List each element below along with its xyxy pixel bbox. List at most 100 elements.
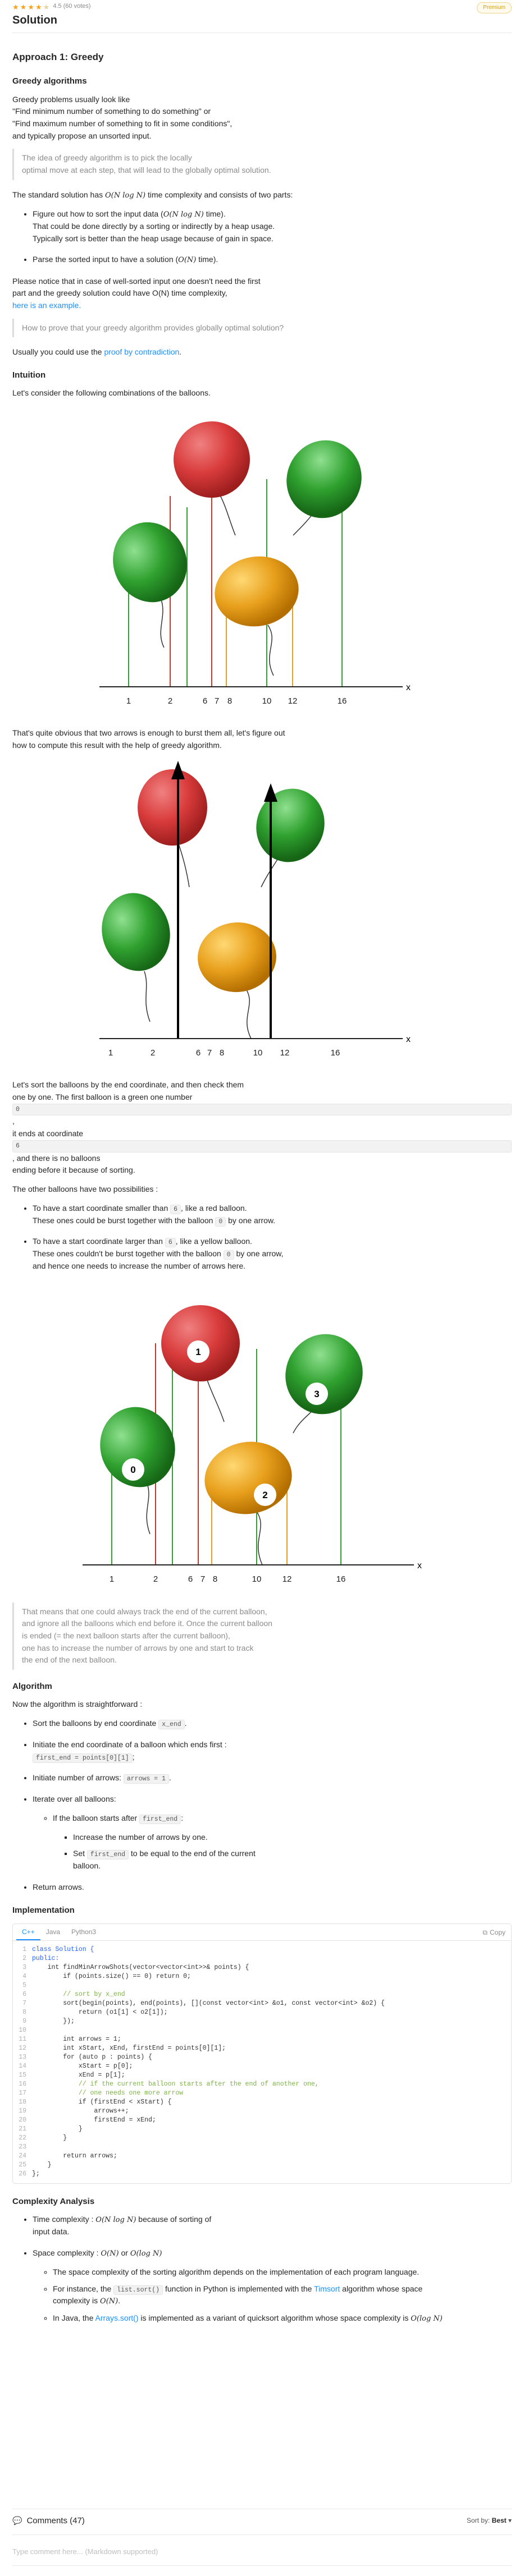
implementation-heading: Implementation [12, 1905, 75, 1915]
intuition-text: Let's consider the following combination… [12, 388, 211, 398]
proof-link[interactable]: proof by contradiction [104, 347, 180, 357]
list-item: Initiate the end coordinate of a balloon… [33, 1739, 512, 1764]
comment-icon: 💬 [12, 2515, 22, 2525]
star-icon[interactable]: ★ [35, 2, 42, 11]
balloon-number: 1 [195, 1347, 201, 1357]
yellow-balloon [204, 1441, 292, 1514]
standard-solution-text: The standard solution has O(N log N) tim… [12, 190, 293, 200]
arrows [171, 761, 277, 1039]
list-item: Space complexity : O(N) or O(log N) The … [33, 2247, 512, 2325]
star-icon[interactable]: ★ [20, 2, 27, 11]
tick-label: 16 [336, 1574, 345, 1584]
intuition-text-2: That's quite obvious that two arrows is … [12, 728, 285, 750]
possibilities-intro: The other balloons have two possibilitie… [12, 1184, 158, 1194]
parts-list: Figure out how to sort the input data (O… [33, 208, 512, 267]
list-item: Figure out how to sort the input data (O… [33, 208, 512, 245]
tick-label: 12 [280, 1048, 289, 1058]
balloons [101, 769, 325, 1039]
comments-section: 💬 Comments (47) Sort by: Best ▾ Type com… [12, 2509, 512, 2566]
balloons-figure-1: x 1 2 6 7 8 10 12 16 [99, 421, 411, 706]
star-half-icon[interactable]: ★ [43, 2, 50, 11]
list-item: If the balloon starts after first_end: I… [53, 1812, 512, 1872]
star-icon[interactable]: ★ [28, 2, 34, 11]
balloons [112, 421, 362, 676]
tab-python3[interactable]: Python3 [71, 1928, 97, 1936]
list-item: In Java, the Arrays.sort() is implemente… [53, 2312, 512, 2325]
timsort-link[interactable]: Timsort [314, 2284, 340, 2293]
copy-icon: ⧉ [482, 1928, 487, 1936]
algorithm-steps: Sort the balloons by end coordinate x_en… [33, 1718, 512, 1894]
tracking-quote: That means that one could always track t… [12, 1602, 512, 1670]
example-link[interactable]: here is an example. [12, 300, 81, 310]
axis-x-label: x [406, 1035, 411, 1044]
green-balloon-0 [101, 893, 170, 971]
balloon-number: 2 [262, 1490, 267, 1500]
balloons-figure-2: x 1 2 6 7 8 10 12 16 [99, 761, 411, 1058]
tick-label: 8 [227, 696, 231, 706]
tick-label: 2 [150, 1048, 154, 1058]
list-item: Time complexity : O(N log N) because of … [33, 2214, 512, 2238]
complexity-list: Time complexity : O(N log N) because of … [33, 2214, 512, 2325]
tick-label: 16 [337, 696, 347, 706]
axis-ticks: 1 2 6 7 8 10 12 16 [108, 1048, 340, 1058]
green-balloon-3 [256, 788, 325, 862]
sort-dropdown[interactable]: Sort by: Best ▾ [466, 2517, 512, 2525]
balloon-numbers: 1 0 2 3 [121, 1340, 328, 1506]
list-item: Return arrows. [33, 1881, 512, 1894]
tick-label: 2 [167, 696, 172, 706]
yellow-balloon [197, 922, 276, 993]
tick-label: 16 [330, 1048, 340, 1058]
axis-ticks: 1 2 6 7 8 10 12 16 [126, 696, 347, 706]
balloon-number: 3 [314, 1389, 319, 1399]
red-balloon [173, 421, 250, 498]
list-item: Increase the number of arrows by one. [73, 1831, 512, 1844]
list-item: Set first_end to be equal to the end of … [73, 1848, 512, 1872]
green-balloon-0 [99, 1407, 175, 1487]
tick-label: 1 [108, 1048, 112, 1058]
balloons-figure-3: 1 0 2 3 x 1 2 6 7 8 10 12 16 [82, 1305, 422, 1584]
comment-input[interactable]: Type comment here... (Markdown supported… [12, 2534, 512, 2566]
tick-label: 8 [212, 1574, 217, 1584]
tick-label: 6 [202, 696, 207, 706]
possibilities-list: To have a start coordinate smaller than … [33, 1202, 512, 1273]
chevron-down-icon: ▾ [508, 2517, 512, 2525]
list-item: Parse the sorted input to have a solutio… [33, 254, 512, 266]
algorithm-heading: Algorithm [12, 1682, 52, 1692]
red-balloon [137, 769, 207, 846]
tick-label: 1 [109, 1574, 113, 1584]
tick-label: 12 [282, 1574, 291, 1584]
approach-title: Approach 1: Greedy [12, 52, 104, 62]
tick-label: 1 [126, 696, 130, 706]
tick-label: 7 [207, 1048, 211, 1058]
arrays-sort-link[interactable]: Arrays.sort() [95, 2313, 139, 2322]
list-item: Sort the balloons by end coordinate x_en… [33, 1718, 512, 1730]
star-icon[interactable]: ★ [12, 2, 19, 11]
sort-explanation: Let's sort the balloons by the end coord… [12, 1079, 512, 1177]
tick-label: 7 [214, 696, 218, 706]
tick-label: 6 [188, 1574, 192, 1584]
divider [12, 2565, 512, 2566]
tick-label: 12 [288, 696, 297, 706]
notice-text: Please notice that in case of well-sorte… [12, 276, 261, 310]
green-balloon-3 [285, 1334, 363, 1414]
proof-text: Usually you could use the proof by contr… [12, 347, 182, 357]
tab-java[interactable]: Java [45, 1928, 61, 1936]
greedy-quote: The idea of greedy algorithm is to pick … [12, 149, 512, 180]
yellow-balloon [214, 556, 299, 627]
greedy-heading: Greedy algorithms [12, 76, 87, 86]
list-item: For instance, the list.sort() function i… [53, 2283, 512, 2308]
rating-stars[interactable]: ★ ★ ★ ★ ★ [12, 3, 49, 11]
page-title: Solution [12, 14, 57, 26]
tick-label: 10 [252, 1574, 261, 1584]
tick-label: 7 [200, 1574, 204, 1584]
axis-x-label: x [406, 683, 411, 692]
copy-button[interactable]: ⧉ Copy [482, 1927, 505, 1938]
tab-cpp[interactable]: C++ [16, 1923, 40, 1941]
list-item: To have a start coordinate larger than 6… [33, 1236, 512, 1272]
green-balloon-0 [112, 522, 187, 603]
list-item: To have a start coordinate smaller than … [33, 1202, 512, 1227]
tick-label: 6 [195, 1048, 200, 1058]
